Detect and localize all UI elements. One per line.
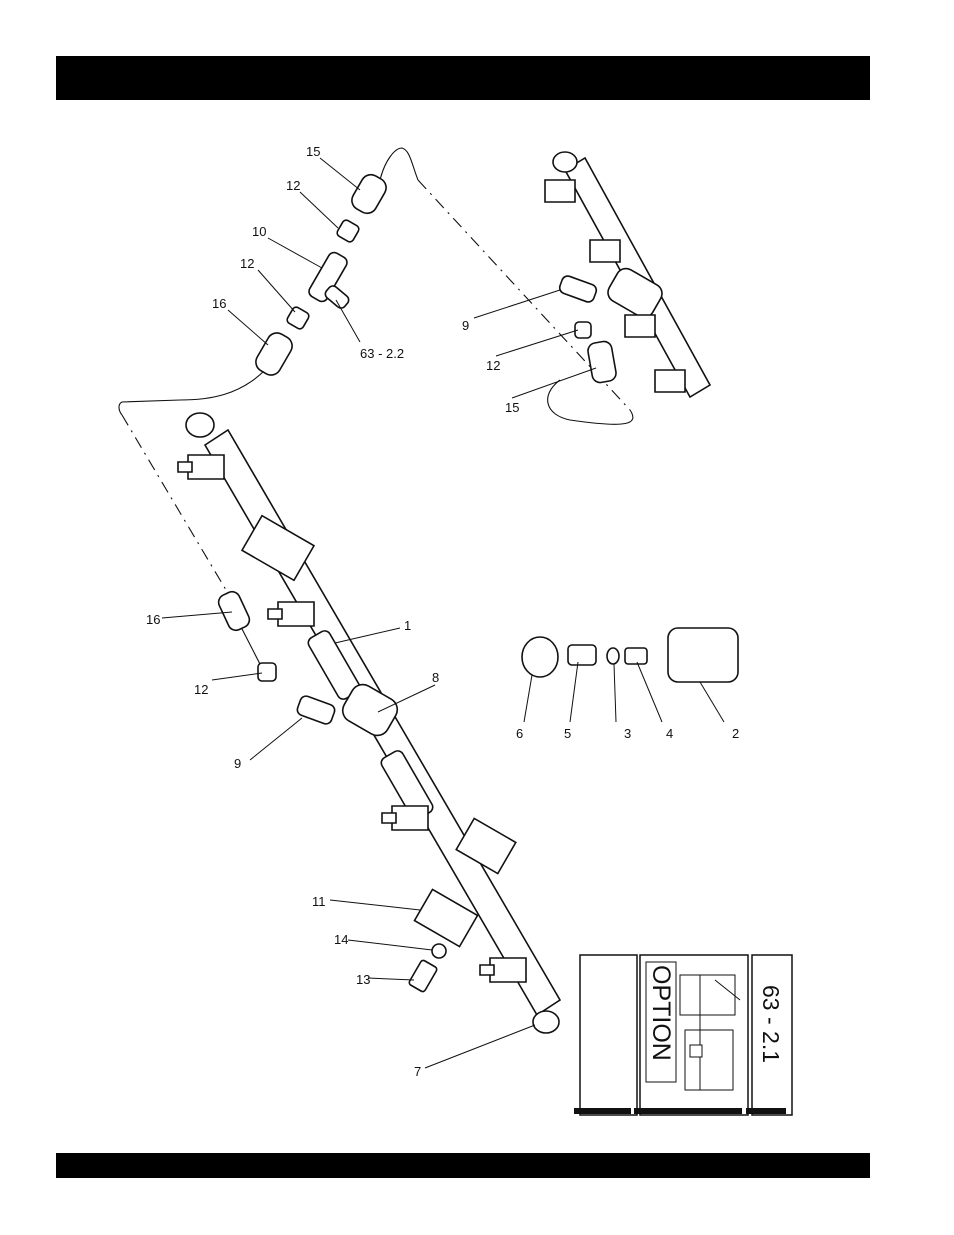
- injector-4-body: [490, 958, 526, 982]
- callout-14: 14: [334, 932, 348, 947]
- hose-line-right-loop: [548, 380, 633, 424]
- callout-4: 4: [666, 726, 673, 741]
- callout-15-upper: 15: [306, 144, 320, 159]
- bolt-13: [408, 959, 438, 992]
- holder-2: [668, 628, 738, 682]
- hose-line-upper: [380, 148, 418, 180]
- elbow-9-upper: [558, 274, 598, 303]
- o-ring-3: [607, 648, 619, 664]
- callout-7: 7: [414, 1064, 421, 1079]
- option-badge: OPTION 63 - 2.1: [574, 955, 792, 1115]
- callout-6: 6: [516, 726, 523, 741]
- callout-5: 5: [564, 726, 571, 741]
- valve-4: [625, 648, 647, 664]
- page-reference-label: 63 - 2.1: [758, 985, 784, 1063]
- injector-exploded-detail: [522, 628, 738, 682]
- callout-15-option: 15: [505, 400, 519, 415]
- callout-16-upper: 16: [212, 296, 226, 311]
- callout-9-lower: 9: [234, 756, 241, 771]
- hose-sleeve-15-option: [587, 340, 618, 384]
- sleeve-5: [568, 645, 596, 665]
- callout-ref: 63 - 2.2: [360, 346, 404, 361]
- hose-sleeve-15-upper: [348, 171, 390, 217]
- callout-9-upper: 9: [462, 318, 469, 333]
- clamp-12-upper: [336, 219, 361, 244]
- option-machine-sketch: [680, 975, 740, 1090]
- hose-line-left: [119, 370, 265, 415]
- injector-3-body: [392, 806, 428, 830]
- callout-8: 8: [432, 670, 439, 685]
- option-label: OPTION: [647, 965, 675, 1061]
- callout-1: 1: [404, 618, 411, 633]
- callout-2: 2: [732, 726, 739, 741]
- callout-11: 11: [312, 894, 326, 909]
- end-nut-7: [533, 1011, 559, 1033]
- callout-12-mid: 12: [240, 256, 254, 271]
- nut-6: [522, 637, 558, 677]
- fuel-rail-main: [178, 413, 560, 1033]
- end-cap-top: [186, 413, 214, 437]
- callout-3: 3: [624, 726, 631, 741]
- callout-12-upper: 12: [286, 178, 300, 193]
- injector-1-body: [188, 455, 224, 479]
- callout-12-lower: 12: [194, 682, 208, 697]
- fuel-rail-option: [545, 152, 710, 397]
- hose-sleeve-16-lower: [216, 589, 252, 633]
- callout-12-option: 12: [486, 358, 500, 373]
- callout-16-lower: 16: [146, 612, 160, 627]
- washer-14: [432, 944, 446, 958]
- clamp-12-mid: [286, 306, 311, 331]
- callout-10: 10: [252, 224, 266, 239]
- injector-2-body: [278, 602, 314, 626]
- hose-line-mid: [240, 625, 262, 668]
- elbow-9-lower: [296, 694, 337, 725]
- clamp-12-lower: [258, 663, 276, 681]
- callout-13: 13: [356, 972, 370, 987]
